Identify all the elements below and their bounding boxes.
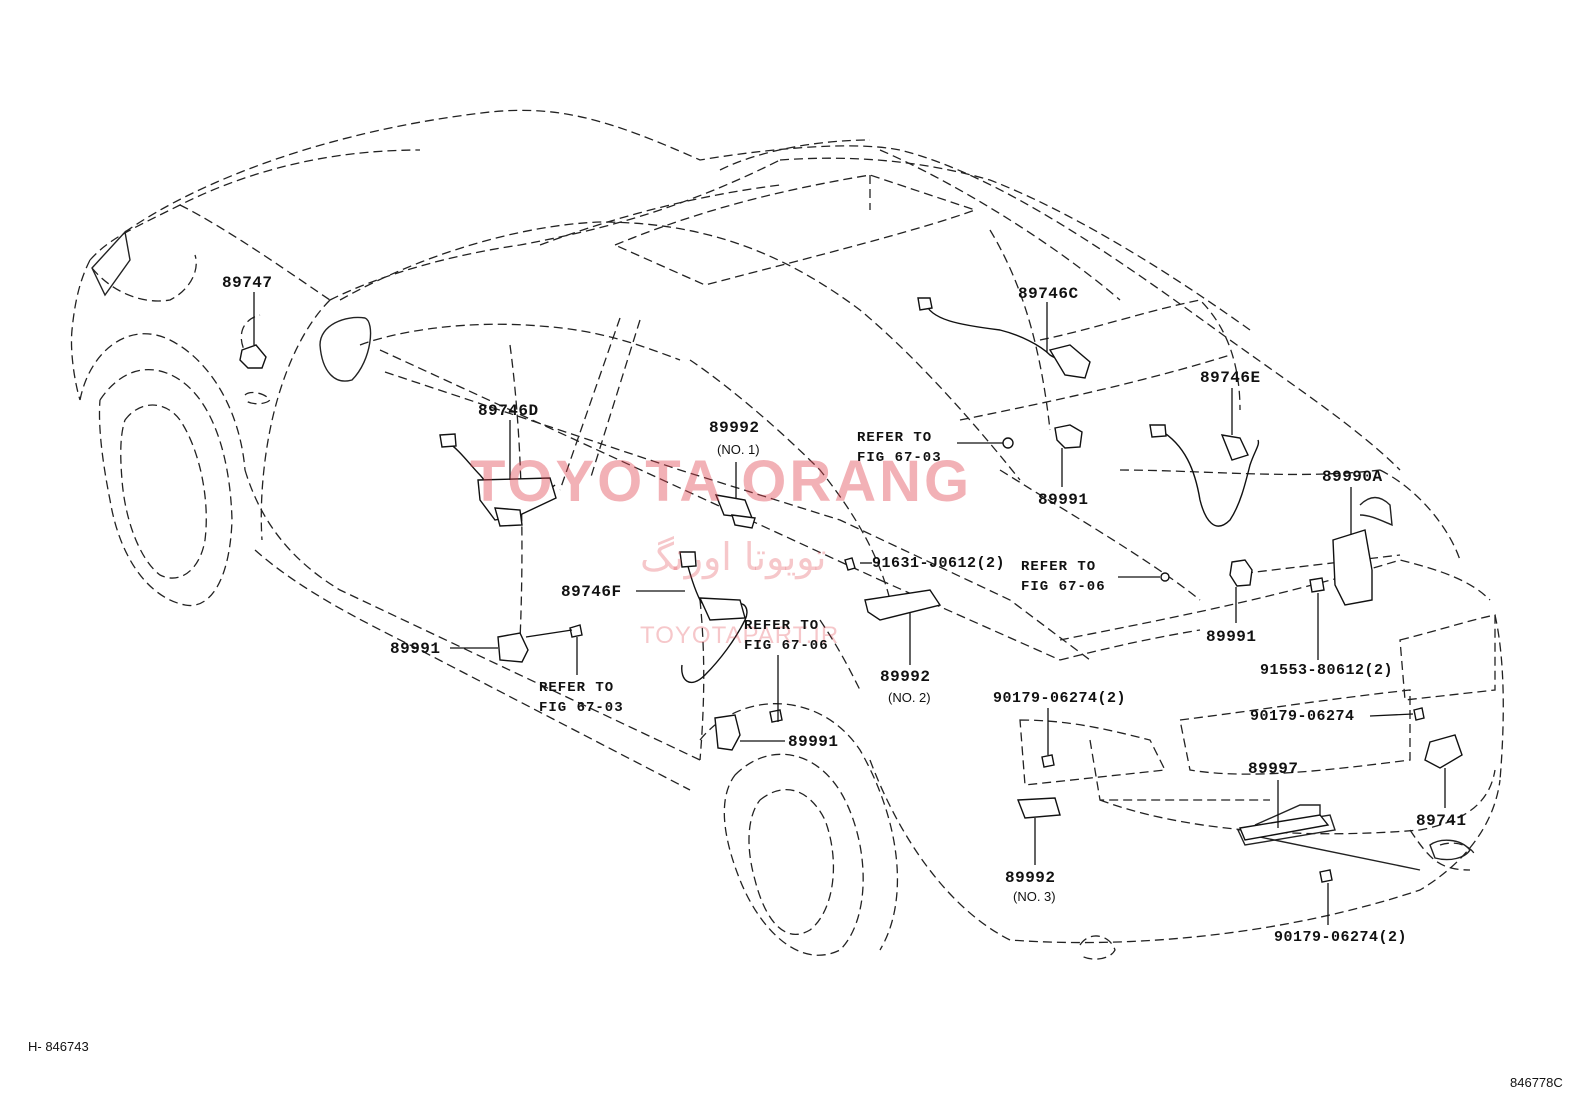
label-89990a: 89990A <box>1322 468 1383 486</box>
label-89992-no1-sub: (NO. 1) <box>717 442 760 457</box>
label-89992-no3-sub: (NO. 3) <box>1013 889 1056 904</box>
label-89992-no3: 89992 <box>1005 869 1056 887</box>
parts-drawings <box>239 297 1463 883</box>
label-90179-a: 90179-06274(2) <box>993 690 1127 707</box>
label-89746d: 89746D <box>478 402 539 420</box>
refer-line2: FIG 67-03 <box>539 700 624 716</box>
refer-line1: REFER TO <box>857 430 933 446</box>
part-89746e-harness <box>1159 429 1260 527</box>
label-91553: 91553-80612(2) <box>1260 662 1394 679</box>
label-89992-no2: 89992 <box>880 668 931 686</box>
label-89997: 89997 <box>1248 760 1299 778</box>
refer-to-fig-67-03-top: REFER TO FIG 67-03 <box>857 428 942 468</box>
label-89991-c: 89991 <box>788 733 839 751</box>
car-body-outline <box>70 109 1504 960</box>
watermark-url: TOYOTAPART.IR <box>640 622 840 649</box>
watermark-farsi: تویوتا اورنگ <box>640 535 827 579</box>
refer-line2: FIG 67-06 <box>1021 579 1106 595</box>
part-89746f-harness <box>681 554 748 684</box>
refer-to-fig-67-06-center: REFER TO FIG 67-06 <box>744 616 829 656</box>
part-89991-d <box>1229 559 1253 587</box>
leader-lines <box>253 292 1446 925</box>
label-89991-a: 89991 <box>1038 491 1089 509</box>
refer-line2: FIG 67-06 <box>744 638 829 654</box>
refer-line1: REFER TO <box>744 618 820 634</box>
label-91631: 91631-J0612(2) <box>872 555 1006 572</box>
part-89992-no2 <box>864 589 942 621</box>
footer-right-code: 846778C <box>1510 1075 1563 1090</box>
part-89991-c <box>714 714 741 751</box>
part-89747-icon <box>239 344 267 369</box>
part-89741 <box>1424 734 1463 769</box>
label-89991-d: 89991 <box>1206 628 1257 646</box>
part-89991-b <box>497 632 529 663</box>
refer-to-fig-67-06-right: REFER TO FIG 67-06 <box>1021 557 1106 597</box>
part-89997 <box>1239 814 1330 841</box>
label-89746f: 89746F <box>561 583 622 601</box>
refer-to-fig-67-03-left: REFER TO FIG 67-03 <box>539 678 624 718</box>
part-89992-no3 <box>1016 797 1061 819</box>
footer-left-code: H- 846743 <box>28 1039 89 1054</box>
part-89990a <box>1332 529 1373 606</box>
refer-line1: REFER TO <box>539 680 615 696</box>
label-89746c: 89746C <box>1018 285 1079 303</box>
label-89746e: 89746E <box>1200 369 1261 387</box>
refer-line2: FIG 67-03 <box>857 450 942 466</box>
label-89992-no2-sub: (NO. 2) <box>888 690 931 705</box>
label-90179-c: 90179-06274(2) <box>1274 929 1408 946</box>
label-89992-no1: 89992 <box>709 419 760 437</box>
label-89741: 89741 <box>1416 812 1467 830</box>
label-89991-b: 89991 <box>390 640 441 658</box>
refer-line1: REFER TO <box>1021 559 1097 575</box>
label-89747: 89747 <box>222 274 273 292</box>
label-90179-b: 90179-06274 <box>1250 708 1355 725</box>
watermark-main: TOYOTA ORANG <box>470 449 973 514</box>
part-89991-a <box>1054 424 1083 449</box>
